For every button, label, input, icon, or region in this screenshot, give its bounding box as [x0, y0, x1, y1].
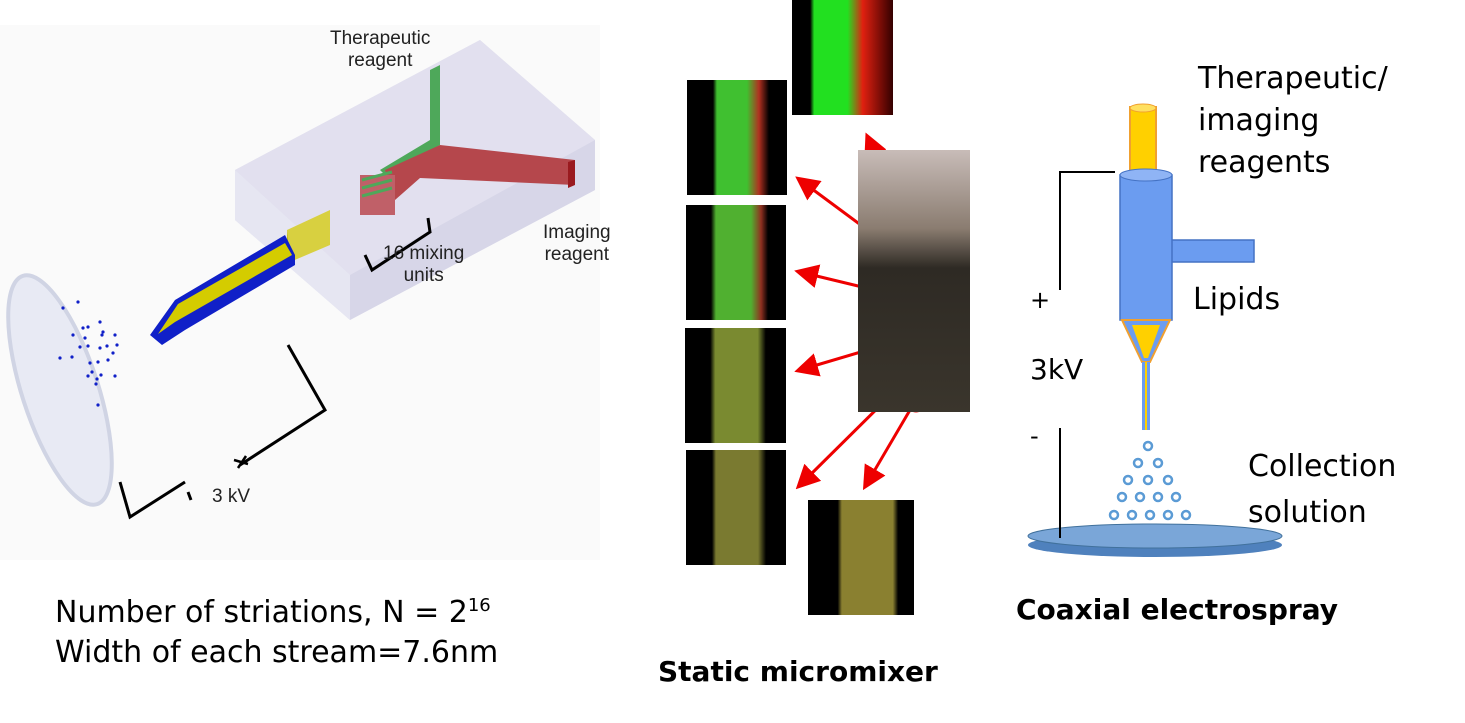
mixing-units [360, 170, 395, 215]
droplet [113, 333, 117, 337]
spray-droplets-right [1108, 440, 1192, 521]
droplet [1142, 440, 1154, 452]
droplet [1162, 509, 1174, 521]
droplet [100, 333, 104, 337]
micrograph-stage-1 [687, 80, 787, 195]
droplet [83, 336, 87, 340]
collection-dish [1027, 523, 1283, 557]
droplet [78, 345, 82, 349]
droplet [96, 360, 100, 364]
therapeutic-channel [380, 65, 440, 175]
droplet [1180, 509, 1192, 521]
micrograph-stage-2 [686, 205, 786, 320]
droplet [86, 374, 90, 378]
droplet [1134, 491, 1146, 503]
droplet [1152, 491, 1164, 503]
droplet [113, 374, 117, 378]
label-plus: + [1030, 286, 1051, 314]
droplet [101, 330, 105, 334]
electrospray-nozzle [150, 235, 295, 345]
droplet [115, 343, 119, 347]
droplet [111, 351, 115, 355]
mixing-bracket [363, 217, 432, 273]
droplet [99, 373, 103, 377]
droplet [1132, 457, 1144, 469]
micrograph-outlet [808, 500, 914, 615]
chip-photo [858, 150, 970, 412]
label-minus: - [1030, 422, 1039, 450]
droplet [81, 326, 85, 330]
label-lipids: Lipids [1193, 282, 1281, 317]
spray-droplets [58, 300, 119, 407]
droplet [1108, 509, 1120, 521]
droplet [1162, 474, 1174, 486]
droplet [94, 382, 98, 386]
negative-electrode-wire [118, 480, 186, 520]
droplet [1152, 457, 1164, 469]
minus-sign [186, 491, 193, 501]
label-voltage: 3 kV [212, 486, 251, 507]
positive-electrode-wire [239, 344, 328, 467]
droplet [98, 320, 102, 324]
stream-width: Width of each stream=7.6nm [55, 635, 499, 670]
striations-formula: Number of striations, N = 216 [55, 595, 491, 630]
coaxial-nozzle [1119, 103, 1255, 430]
droplet [90, 370, 94, 374]
droplet [1144, 509, 1156, 521]
droplet [58, 356, 62, 360]
droplet [95, 377, 99, 381]
droplet [106, 358, 110, 362]
droplet [1122, 474, 1134, 486]
droplet [88, 361, 92, 365]
droplet [98, 346, 102, 350]
droplet [61, 306, 65, 310]
droplet [71, 333, 75, 337]
micrograph-stage-3 [685, 328, 786, 443]
caption-coaxial-electrospray: Coaxial electrospray [1016, 593, 1338, 626]
droplet [76, 300, 80, 304]
plus-sign [233, 455, 249, 469]
caption-static-micromixer: Static micromixer [658, 655, 938, 688]
droplet [1170, 491, 1182, 503]
droplet [86, 325, 90, 329]
label-voltage-right: 3kV [1030, 353, 1084, 386]
droplet [1116, 491, 1128, 503]
droplet [105, 344, 109, 348]
micrograph-inlet [792, 0, 893, 115]
droplet [1142, 474, 1154, 486]
droplet [86, 344, 90, 348]
micrograph-stage-4 [686, 450, 786, 565]
droplet [1126, 509, 1138, 521]
droplet [96, 403, 100, 407]
positive-wire [1059, 171, 1115, 290]
imaging-channel [385, 145, 575, 200]
droplet [70, 355, 74, 359]
